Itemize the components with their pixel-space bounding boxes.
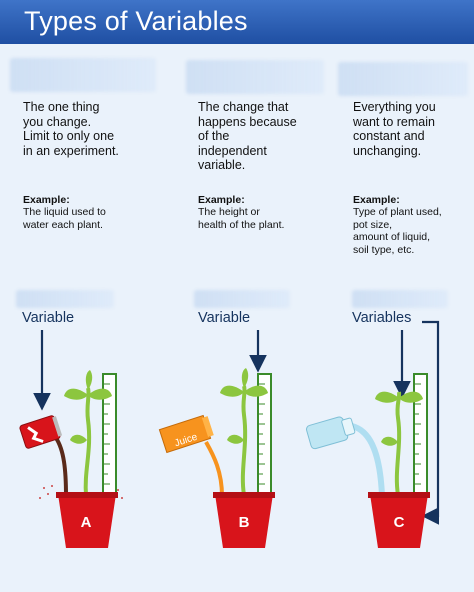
pot-a — [56, 492, 118, 548]
pot-b — [213, 492, 275, 548]
pot-label-c: C — [394, 514, 405, 531]
example-text: Type of plant used, pot size, amount of … — [353, 206, 442, 256]
hidden-label-independent — [10, 58, 156, 92]
variable-label-b: Variable — [198, 310, 251, 326]
hidden-label-controlled — [338, 62, 468, 96]
pot-label-b: B — [239, 514, 250, 531]
bracket-line — [421, 320, 440, 525]
example-heading: Example: — [353, 194, 400, 206]
title-banner: Types of Variables — [0, 0, 474, 44]
example-text: The height or health of the plant. — [198, 206, 285, 231]
plant-setup-b: Juice — [158, 330, 275, 548]
column-controlled: Everything you want to remain constant a… — [353, 100, 474, 158]
water-bottle — [305, 416, 356, 450]
hidden-label-independent-2 — [16, 290, 114, 308]
juice-box — [158, 414, 214, 454]
column-dependent: The change that happens because of the i… — [198, 100, 338, 173]
page-title: Types of Variables — [24, 6, 248, 36]
variable-label-a: Variable — [22, 310, 75, 326]
description: The one thing you change. Limit to only … — [23, 100, 119, 158]
description: Everything you want to remain constant a… — [353, 100, 436, 158]
example-independent: Example: The liquid used to water each p… — [23, 194, 163, 231]
example-dependent: Example: The height or health of the pla… — [198, 194, 338, 231]
example-controlled: Example: Type of plant used, pot size, a… — [353, 194, 474, 256]
example-heading: Example: — [198, 194, 245, 206]
hidden-label-dependent — [186, 60, 324, 94]
column-independent: The one thing you change. Limit to only … — [23, 100, 163, 158]
pot-c — [368, 492, 430, 548]
example-heading: Example: — [23, 194, 70, 206]
description: The change that happens because of the i… — [198, 100, 297, 172]
pot-label-a: A — [81, 514, 92, 531]
plant-setup-a — [19, 330, 123, 548]
soda-can — [19, 415, 63, 449]
hidden-label-dependent-2 — [194, 290, 290, 308]
example-text: The liquid used to water each plant. — [23, 206, 106, 231]
variable-label-c: Variables — [352, 310, 412, 326]
hidden-label-controlled-2 — [352, 290, 448, 308]
plant-setup-c — [305, 320, 440, 548]
